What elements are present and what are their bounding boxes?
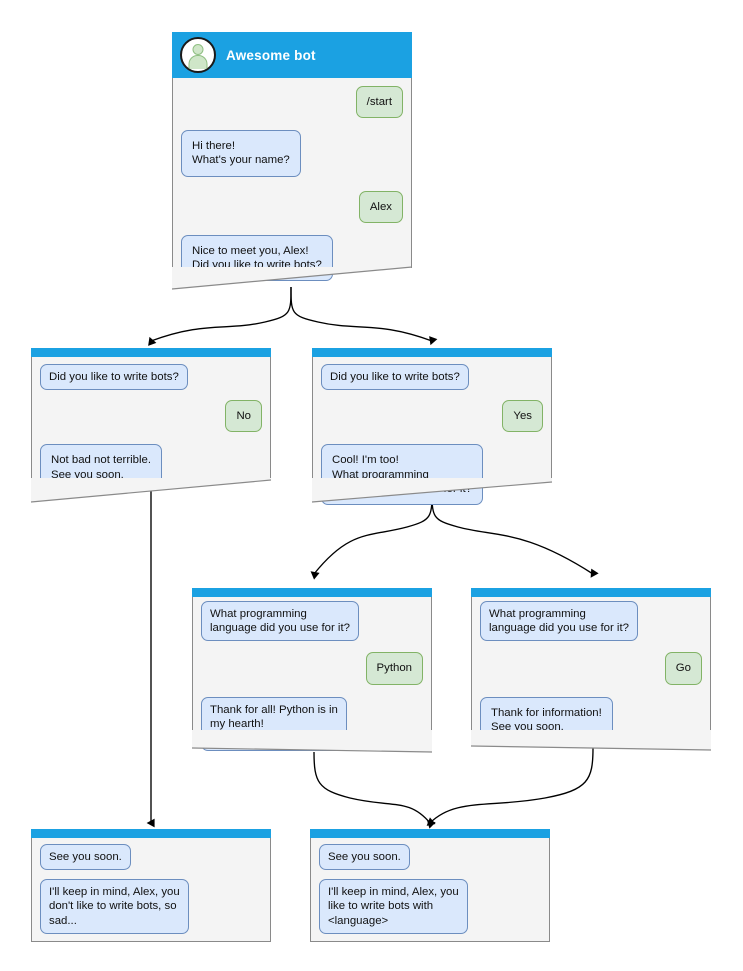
message-row: See you soon. [310,844,550,871]
bot-message-bubble[interactable]: See you soon. [319,844,410,871]
bot-message-bubble[interactable]: Thank for all! Python is in my hearth! S… [201,696,347,752]
message-row: Cool! I'm too! What programming language… [312,444,552,506]
message-row: Yes [312,400,552,433]
node-python-messages: What programming language did you use fo… [192,601,432,752]
bot-name-title: Awesome bot [226,47,316,63]
message-row: See you soon. [31,844,271,871]
user-message-bubble[interactable]: No [225,400,262,433]
message-row: I'll keep in mind, Alex, you like to wri… [310,879,550,934]
bot-message-bubble[interactable]: Nice to meet you, Alex! Did you like to … [181,234,333,282]
node-python-branch[interactable]: What programming language did you use fo… [192,588,432,752]
node-end-happy-header [310,829,550,838]
node-no-messages: Did you like to write bots? No Not bad n… [31,364,271,491]
edge-root-to-yes [290,286,438,346]
node-end-sad-header [31,829,271,838]
message-row: I'll keep in mind, Alex, you don't like … [31,879,271,934]
node-end-happy[interactable]: See you soon. I'll keep in mind, Alex, y… [310,829,550,942]
node-yes-header [312,348,552,357]
bot-message-bubble[interactable]: I'll keep in mind, Alex, you don't like … [40,879,189,934]
bot-message-bubble[interactable]: Did you like to write bots? [321,364,469,391]
message-row: Thank for all! Python is in my hearth! S… [192,696,432,752]
avatar-head [192,44,204,55]
user-message-bubble[interactable]: Go [664,652,702,685]
bot-message-bubble[interactable]: Not bad not terrible. See you soon. [40,444,163,491]
bot-message-bubble[interactable]: Cool! I'm too! What programming language… [321,444,483,506]
node-python-header [192,588,432,597]
message-row: Go [471,652,711,685]
user-message-bubble[interactable]: Python [365,652,423,685]
avatar-torso [188,55,208,69]
message-row: What programming language did you use fo… [471,601,711,642]
message-row: Alex [172,190,412,223]
bot-message-bubble[interactable]: What programming language did you use fo… [201,601,359,642]
edge-python-to-end-happy [313,751,436,826]
message-row: Nice to meet you, Alex! Did you like to … [172,234,412,282]
node-root-awesome-bot[interactable]: Awesome bot /start Hi there! What's your… [172,32,412,282]
node-no-branch[interactable]: Did you like to write bots? No Not bad n… [31,348,271,491]
node-root-messages: /start Hi there! What's your name? Alex … [172,86,412,282]
bot-message-bubble[interactable]: Thank for information! See you soon. [480,696,613,744]
node-root-header: Awesome bot [172,32,412,78]
edge-go-to-end-happy [426,747,594,829]
node-end-sad[interactable]: See you soon. I'll keep in mind, Alex, y… [31,829,271,942]
message-row: No [31,400,271,433]
bot-message-bubble[interactable]: I'll keep in mind, Alex, you like to wri… [319,879,468,934]
node-yes-messages: Did you like to write bots? Yes Cool! I'… [312,364,552,506]
message-row: /start [172,86,412,119]
node-go-header [471,588,711,597]
node-end-sad-messages: See you soon. I'll keep in mind, Alex, y… [31,844,271,934]
node-no-header [31,348,271,357]
node-end-happy-messages: See you soon. I'll keep in mind, Alex, y… [310,844,550,934]
message-row: Thank for information! See you soon. [471,696,711,744]
bot-message-bubble[interactable]: See you soon. [40,844,131,871]
message-row: Not bad not terrible. See you soon. [31,444,271,491]
user-message-bubble[interactable]: /start [355,86,403,119]
user-message-bubble[interactable]: Yes [502,400,543,433]
edge-root-to-no [148,286,292,346]
node-yes-branch[interactable]: Did you like to write bots? Yes Cool! I'… [312,348,552,506]
node-go-messages: What programming language did you use fo… [471,601,711,744]
bot-message-bubble[interactable]: What programming language did you use fo… [480,601,638,642]
message-row: Hi there! What's your name? [172,130,412,177]
message-row: Did you like to write bots? [31,364,271,391]
user-message-bubble[interactable]: Alex [358,190,403,223]
bot-message-bubble[interactable]: Did you like to write bots? [40,364,188,391]
node-go-branch[interactable]: What programming language did you use fo… [471,588,711,744]
message-row: What programming language did you use fo… [192,601,432,642]
person-avatar-icon [180,37,216,73]
message-row: Did you like to write bots? [312,364,552,391]
bot-message-bubble[interactable]: Hi there! What's your name? [181,130,301,177]
message-row: Python [192,652,432,685]
